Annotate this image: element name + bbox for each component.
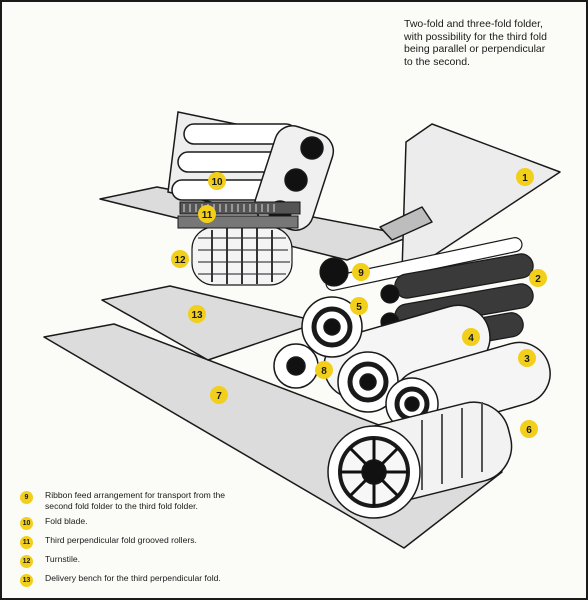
callout-1: 1 xyxy=(516,168,534,186)
callout-label: 10 xyxy=(211,177,223,188)
callout-9: 9 xyxy=(352,263,370,281)
callout-label: 2 xyxy=(535,274,541,285)
callout-label: 6 xyxy=(526,425,532,436)
callout-12: 12 xyxy=(171,250,189,268)
callout-10: 10 xyxy=(208,172,226,190)
folding-drums xyxy=(273,296,551,433)
callout-label: 4 xyxy=(468,333,474,344)
legend-item: 11 Third perpendicular fold grooved roll… xyxy=(20,535,580,549)
legend-number-badge: 9 xyxy=(20,491,33,504)
callout-5: 5 xyxy=(350,297,368,315)
fold-table-guide xyxy=(379,206,433,241)
callout-label: 3 xyxy=(524,354,530,365)
legend-text: Ribbon feed arrangement for transport fr… xyxy=(45,490,226,511)
caption-line: Two-fold and three-fold folder, xyxy=(404,18,543,30)
diagram-caption: Two-fold and three-fold folder, with pos… xyxy=(404,18,580,68)
callout-label: 7 xyxy=(216,391,222,402)
callout-label: 1 xyxy=(522,173,528,184)
legend-text: Delivery bench for the third perpendicul… xyxy=(45,573,221,583)
legend-number-badge: 12 xyxy=(20,555,33,568)
legend-number-badge: 11 xyxy=(20,536,33,549)
legend: 9 Ribbon feed arrangement for transport … xyxy=(20,490,580,592)
legend-number-badge: 10 xyxy=(20,517,33,530)
callout-4: 4 xyxy=(462,328,480,346)
callout-3: 3 xyxy=(518,349,536,367)
legend-text: Fold blade. xyxy=(45,516,88,526)
legend-item: 10 Fold blade. xyxy=(20,516,580,530)
legend-item: 12 Turnstile. xyxy=(20,554,580,568)
legend-text: Turnstile. xyxy=(45,554,81,564)
callout-label: 13 xyxy=(191,310,203,321)
caption-line: to the second. xyxy=(404,55,470,68)
caption-line: with possibility for the third fold xyxy=(404,30,547,43)
delivery-fan-wheel xyxy=(327,401,513,519)
callout-13: 13 xyxy=(188,305,206,323)
legend-item: 13 Delivery bench for the third perpendi… xyxy=(20,573,580,587)
callout-label: 5 xyxy=(356,302,362,313)
turnstile-drum xyxy=(191,226,293,286)
fold-blade-frame xyxy=(167,111,335,231)
callout-6: 6 xyxy=(520,420,538,438)
legend-number-badge: 13 xyxy=(20,574,33,587)
callout-8: 8 xyxy=(315,361,333,379)
callout-11: 11 xyxy=(198,205,216,223)
callout-label: 11 xyxy=(202,210,213,221)
caption-line: being parallel or perpendicular xyxy=(404,43,546,55)
legend-item: 9 Ribbon feed arrangement for transport … xyxy=(20,490,580,511)
callout-7: 7 xyxy=(210,386,228,404)
callout-label: 12 xyxy=(174,255,186,266)
callout-2: 2 xyxy=(529,269,547,287)
legend-text: Third perpendicular fold grooved rollers… xyxy=(45,535,197,545)
callout-label: 8 xyxy=(321,366,327,377)
callout-label: 9 xyxy=(358,268,364,279)
